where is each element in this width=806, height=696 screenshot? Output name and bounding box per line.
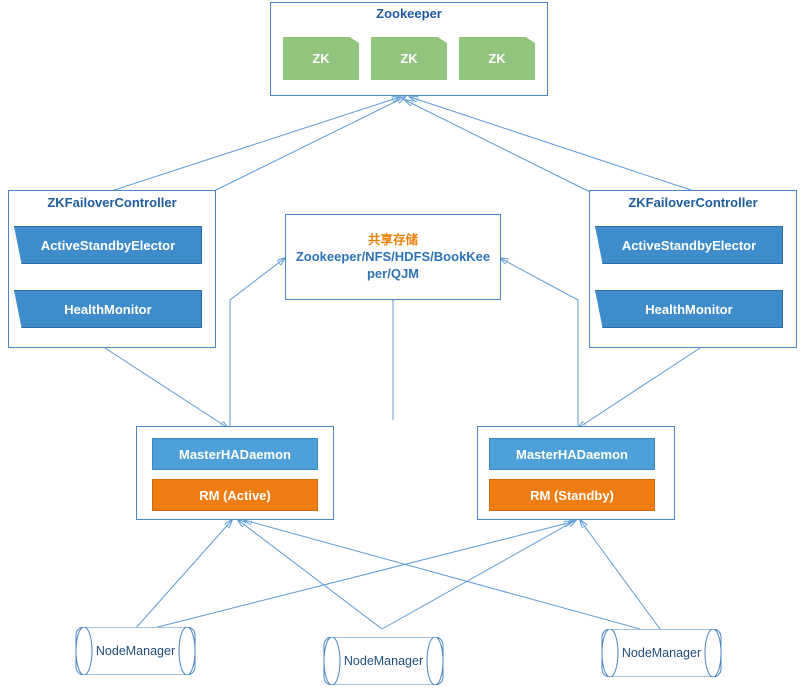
zk-node-1-label: ZK xyxy=(312,51,330,66)
zkfc-right-item-0-label: ActiveStandbyElector xyxy=(621,237,757,253)
zk-node-3: ZK xyxy=(459,37,535,80)
zkfc-left-item-activestandbyelector: ActiveStandbyElector xyxy=(14,226,202,264)
zkfc-right-item-1-label: HealthMonitor xyxy=(645,301,733,317)
zkfc-right-title: ZKFailoverController xyxy=(628,195,758,210)
shared-storage-title: 共享存储 xyxy=(367,233,418,247)
shared-storage-subtitle: Zookeeper/NFS/HDFS/BookKeeper/QJM xyxy=(295,249,491,281)
rm-left-daemon-label: MasterHADaemon xyxy=(179,446,291,462)
zkfc-right-item-activestandbyelector: ActiveStandbyElector xyxy=(595,226,783,264)
rm-left-state-label: RM (Active) xyxy=(199,487,271,503)
zk-node-1: ZK xyxy=(283,37,359,80)
nodemanager-2-label: NodeManager xyxy=(343,654,424,668)
rm-left-daemon: MasterHADaemon xyxy=(152,438,318,470)
zk-node-2: ZK xyxy=(371,37,447,80)
rm-right-state-label: RM (Standby) xyxy=(530,487,614,503)
zk-node-3-label: ZK xyxy=(488,51,506,66)
shared-storage-box: 共享存储 Zookeeper/NFS/HDFS/BookKeeper/QJM xyxy=(285,214,501,300)
rm-right-daemon: MasterHADaemon xyxy=(489,438,655,470)
rm-right-daemon-label: MasterHADaemon xyxy=(516,446,628,462)
rm-left-state: RM (Active) xyxy=(152,479,318,511)
zk-node-2-label: ZK xyxy=(400,51,418,66)
nodemanager-1: NodeManager xyxy=(68,626,203,676)
rm-right-state: RM (Standby) xyxy=(489,479,655,511)
zkfc-left-item-0-label: ActiveStandbyElector xyxy=(40,237,176,253)
nodemanager-3-label: NodeManager xyxy=(621,646,702,660)
nodemanager-3-shape xyxy=(601,628,722,678)
zkfc-left-item-1-label: HealthMonitor xyxy=(64,301,152,317)
nodemanager-1-label: NodeManager xyxy=(95,644,176,658)
zkfc-left-title: ZKFailoverController xyxy=(47,195,177,210)
zookeeper-title: Zookeeper xyxy=(376,6,442,21)
nodemanager-1-shape xyxy=(75,626,196,676)
nodemanager-2: NodeManager xyxy=(316,636,451,686)
zkfc-right-item-healthmonitor: HealthMonitor xyxy=(595,290,783,328)
nodemanager-3: NodeManager xyxy=(594,628,729,678)
zkfc-left-item-healthmonitor: HealthMonitor xyxy=(14,290,202,328)
